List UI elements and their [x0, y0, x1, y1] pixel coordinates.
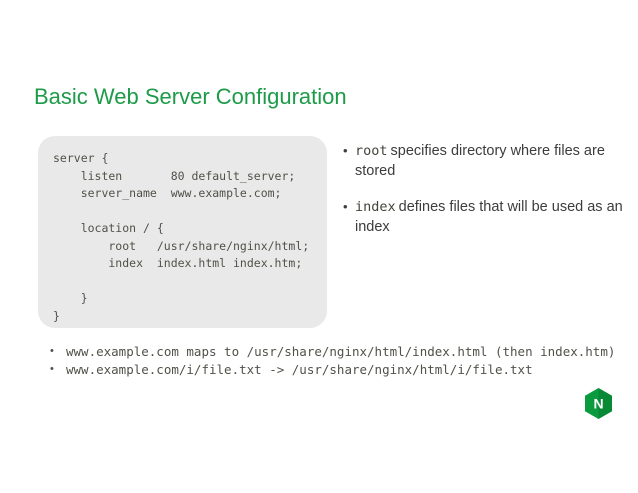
bullet-description: specifies directory where files are stor…	[355, 143, 605, 179]
bullet-item-file-mapping: • www.example.com/i/file.txt -> /usr/sha…	[50, 361, 635, 379]
bullet-dot: •	[50, 362, 54, 375]
slide-title: Basic Web Server Configuration	[34, 84, 347, 109]
bullet-description: defines files that will be used as an in…	[355, 199, 623, 235]
bullet-item-url-mapping: • www.example.com maps to /usr/share/ngi…	[50, 343, 635, 361]
bullet-text: www.example.com maps to /usr/share/nginx…	[66, 344, 616, 359]
nginx-config-code-block: server { listen 80 default_server; serve…	[38, 136, 327, 328]
code-term-root: root	[355, 143, 388, 159]
bullet-dot: •	[343, 143, 348, 158]
nginx-hexagon-icon: N	[585, 388, 612, 419]
nginx-logo-letter: N	[593, 396, 603, 412]
bullet-text: www.example.com/i/file.txt -> /usr/share…	[66, 361, 533, 377]
bullet-dot: •	[343, 199, 348, 214]
nginx-logo: N	[585, 388, 612, 419]
bullet-list-bottom: • www.example.com maps to /usr/share/ngi…	[50, 343, 635, 378]
code-term-index: index	[355, 199, 396, 215]
bullet-dot: •	[50, 345, 54, 357]
